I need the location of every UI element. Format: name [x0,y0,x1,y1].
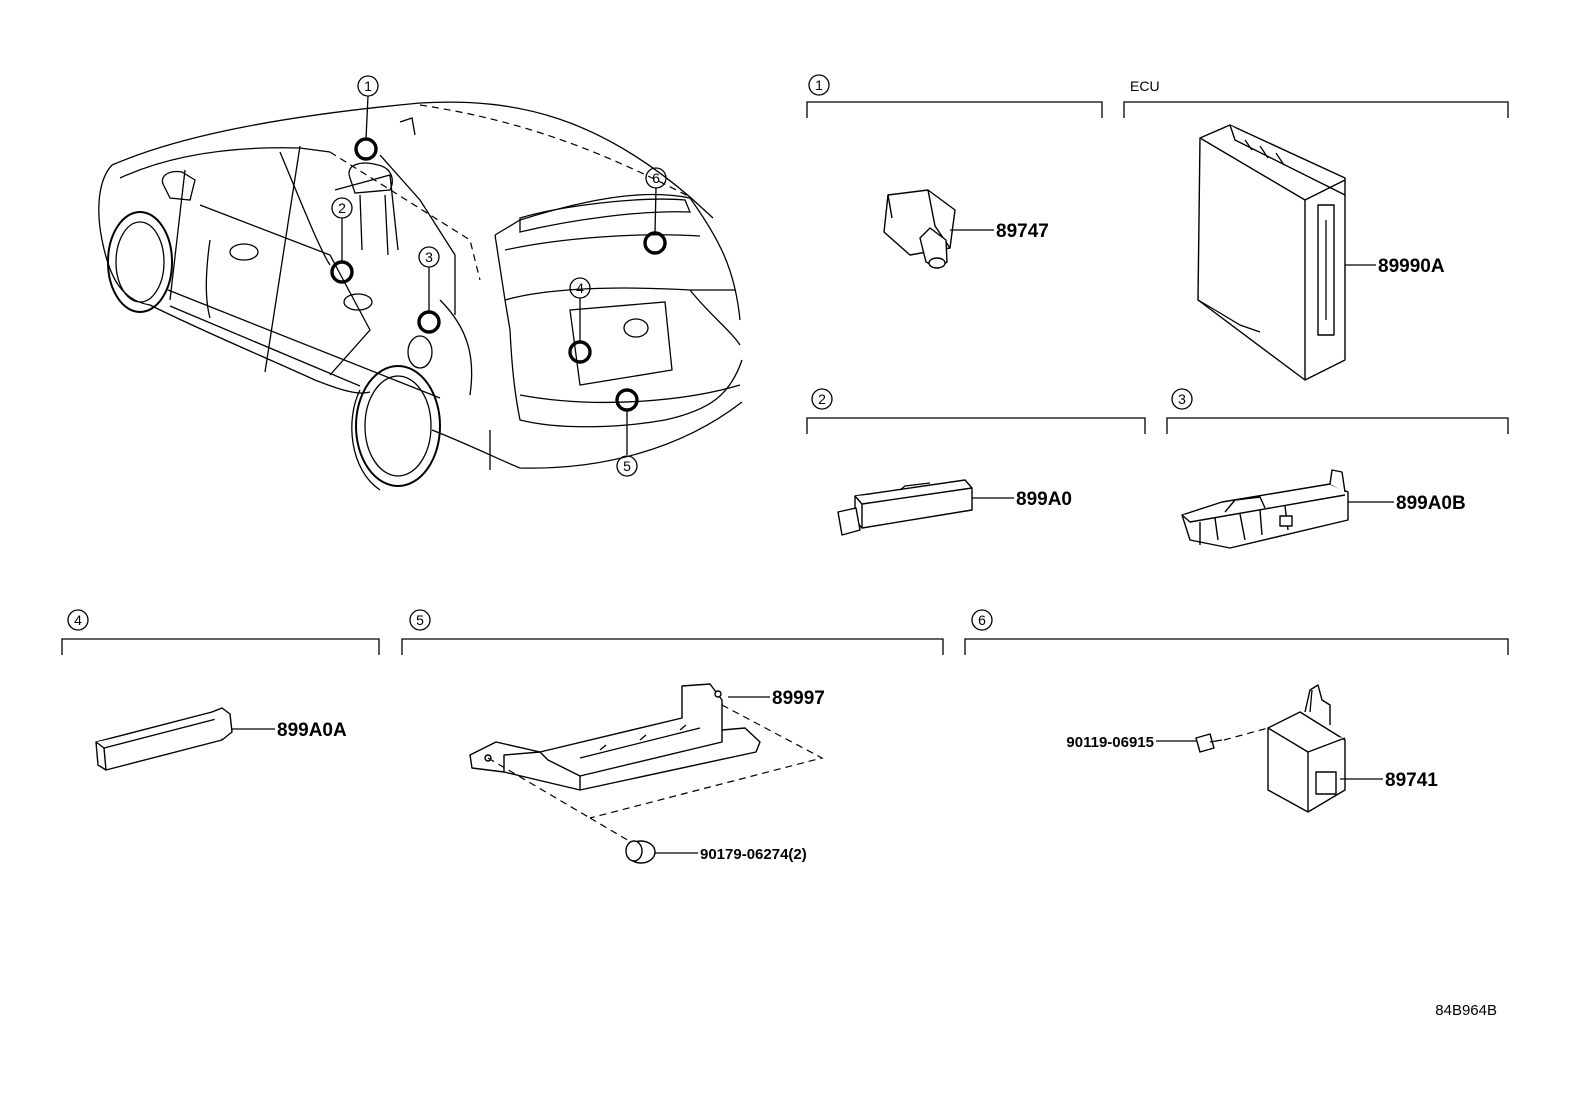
car-callout-6: 6 [645,167,667,189]
svg-text:2: 2 [818,391,826,407]
part-89741-drawing [1267,684,1346,813]
car-illustration [98,101,743,491]
clip-90179-drawing [625,840,656,864]
car-callout-leaders [341,95,657,455]
part-number-89997: 89997 [772,688,825,709]
section-3: 3 899A0B [1166,388,1509,549]
part-number-899A0B: 899A0B [1396,493,1466,514]
section-6: 6 90119-06915 89741 [964,609,1509,813]
car-callout-3: 3 [418,246,440,268]
part-89997-drawing [469,683,761,791]
svg-text:2: 2 [338,200,346,216]
part-899A0-drawing [837,479,973,536]
section-2: 2 899A0 [806,388,1146,536]
part-899A0B-drawing [1181,469,1349,549]
section-4: 4 899A0A [61,609,380,771]
svg-text:1: 1 [815,77,823,93]
section-5: 5 89997 90179-06274(2) [401,609,944,864]
part-number-90179-06274: 90179-06274(2) [700,846,807,863]
section-1: 1 89747 [806,74,1103,269]
screw-90119-drawing [1195,733,1223,753]
part-number-89990A: 89990A [1378,256,1445,277]
svg-text:1: 1 [364,78,372,94]
section-ecu: ECU 89990A [1123,78,1509,381]
part-89747-drawing [883,189,956,269]
part-number-89741: 89741 [1385,770,1438,791]
svg-text:3: 3 [425,249,433,265]
car-callout-2: 2 [331,197,353,219]
svg-text:4: 4 [74,612,82,628]
car-callout-5: 5 [616,455,638,477]
part-89990A-drawing [1197,124,1346,381]
svg-text:5: 5 [623,458,631,474]
svg-text:6: 6 [978,612,986,628]
part-number-899A0: 899A0 [1016,489,1072,510]
part-number-90119-06915: 90119-06915 [1066,734,1154,751]
svg-text:3: 3 [1178,391,1186,407]
svg-text:6: 6 [652,170,660,186]
car-callout-4: 4 [569,277,591,299]
diagram-code: 84B964B [1435,1002,1497,1019]
svg-text:5: 5 [416,612,424,628]
part-899A0A-drawing [95,707,233,771]
part-number-899A0A: 899A0A [277,720,347,741]
svg-text:4: 4 [576,280,584,296]
car-callout-1: 1 [357,75,379,97]
part-number-89747: 89747 [996,221,1049,242]
ecu-label: ECU [1130,78,1160,94]
